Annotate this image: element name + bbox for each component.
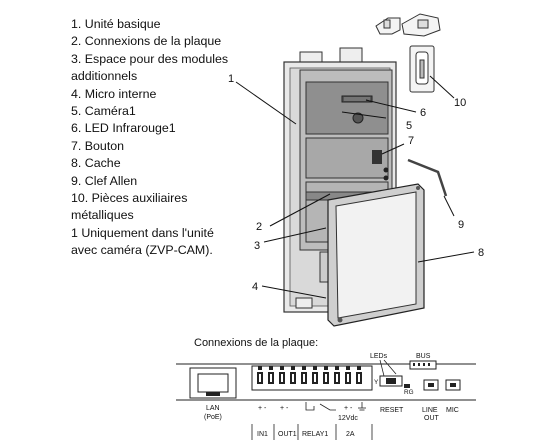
callout-5: 5 bbox=[406, 120, 412, 132]
group-relay1: RELAY1 bbox=[302, 431, 328, 438]
reset-label: RESET bbox=[380, 407, 404, 414]
terminal-group-dividers bbox=[251, 424, 373, 440]
led-y-label: Y bbox=[374, 379, 379, 386]
legend-item: 1 Uniquement dans l'unité bbox=[71, 225, 214, 240]
legend-item: métalliques bbox=[71, 208, 134, 223]
group-2a: 2A bbox=[346, 431, 355, 438]
led-rg-label: RG bbox=[404, 389, 414, 396]
legend-list: 1. Unité basique 2. Connexions de la pla… bbox=[71, 16, 271, 260]
callout-2: 2 bbox=[256, 221, 262, 233]
legend-item: 8. Cache bbox=[71, 156, 121, 171]
callout-8: 8 bbox=[478, 247, 484, 259]
allen-key bbox=[407, 158, 448, 197]
callout-6: 6 bbox=[420, 107, 426, 119]
callout-lines bbox=[235, 75, 475, 299]
bus-label: BUS bbox=[416, 353, 431, 360]
callout-10: 10 bbox=[454, 97, 466, 109]
legend-item: additionnels bbox=[71, 69, 138, 84]
legend-item: 6. LED Infrarouge1 bbox=[71, 121, 176, 136]
legend-item: 10. Pièces auxiliaires bbox=[71, 191, 188, 206]
callout-7: 7 bbox=[408, 135, 414, 147]
legend-item: 2. Connexions de la plaque bbox=[71, 34, 222, 49]
poe-label: (PoE) bbox=[204, 414, 222, 421]
legend-item: 4. Micro interne bbox=[71, 86, 157, 101]
callout-3: 3 bbox=[254, 240, 260, 252]
legend-item: 1. Unité basique bbox=[71, 17, 161, 31]
voltage-label: 12Vdc bbox=[338, 415, 358, 422]
in1-polarity: + - bbox=[258, 405, 267, 412]
out1-polarity: + - bbox=[280, 405, 289, 412]
connector-title: Connexions de la plaque: bbox=[194, 337, 318, 349]
line-label: LINE bbox=[422, 407, 438, 414]
legend-item: avec caméra (ZVP-CAM). bbox=[71, 243, 213, 258]
legend-item: 7. Bouton bbox=[71, 138, 125, 153]
legend-item: 3. Espace pour des modules bbox=[71, 51, 229, 66]
callout-4: 4 bbox=[252, 281, 258, 293]
power-polarity: + - bbox=[344, 405, 353, 412]
connector-board: Connexions de la plaque: bbox=[176, 337, 476, 440]
leds-label: LEDs bbox=[370, 353, 388, 360]
group-in1: IN1 bbox=[257, 431, 268, 438]
legend-item: 5. Caméra1 bbox=[71, 104, 136, 119]
auxiliary-metal-pieces bbox=[375, 13, 441, 93]
callout-1: 1 bbox=[228, 73, 234, 85]
mic-label: MIC bbox=[446, 407, 459, 414]
callout-9: 9 bbox=[458, 219, 464, 231]
lan-label: LAN bbox=[206, 405, 220, 412]
legend-item: 9. Clef Allen bbox=[71, 173, 138, 188]
out-label: OUT bbox=[424, 415, 440, 422]
cover bbox=[327, 183, 425, 327]
group-out1: OUT1 bbox=[278, 431, 297, 438]
